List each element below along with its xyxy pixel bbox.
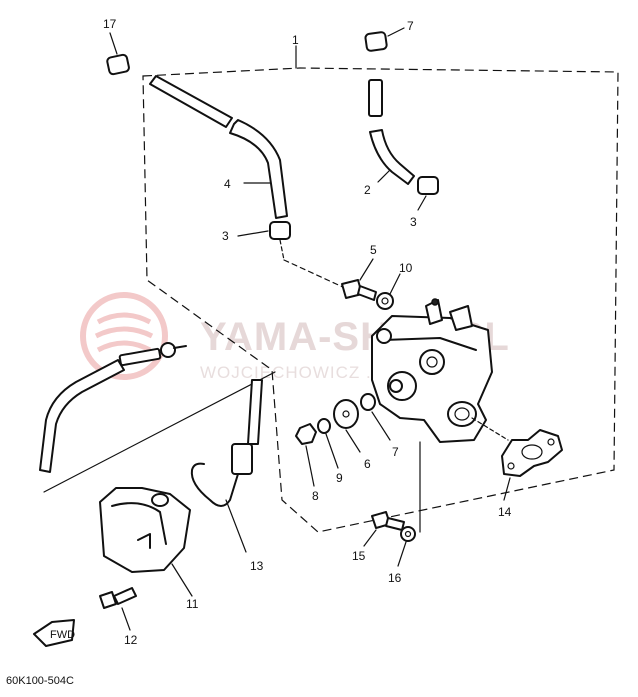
leader-6 [345,429,361,453]
diagram-code: 60K100-504C [6,675,74,687]
hose-2 [368,79,415,185]
gear-6-hub [342,410,350,418]
yama-shop-logo-icon [80,292,168,380]
cap-17-left [106,32,130,76]
washer-9 [317,418,331,434]
callout-5: 5 [370,243,377,257]
screw-5 [341,258,377,301]
leader-8 [305,445,315,487]
assembly-boundary [142,67,619,533]
leader-3-right [417,195,427,211]
nut-8 [295,423,317,445]
callout-6: 6 [364,457,371,471]
clamp-3-right [417,176,439,195]
bolt-12 [99,587,137,631]
washer-16 [397,526,416,567]
callout-1: 1 [292,33,299,47]
washer-10 [376,273,401,310]
callout-labels: 17 7 1 4 2 3 3 5 10 8 9 6 7 14 15 16 13 … [103,17,512,647]
fwd-arrow-icon: FWD [33,619,75,647]
callout-14: 14 [498,505,512,519]
leader-3-left [237,230,269,237]
bolt-15 [363,511,405,547]
cap-17-right [364,27,405,52]
leader-9 [325,433,339,469]
connector-dash [283,259,346,289]
cable-dash [43,371,276,493]
gasket-14 [501,429,563,501]
callout-2: 2 [364,183,371,197]
oil-pump-body [371,298,493,443]
fwd-label: FWD [50,629,75,641]
gear-6 [333,399,359,429]
cover-11 [99,487,193,597]
callout-16: 16 [388,571,402,585]
pump-cable [39,342,187,473]
callout-11: 11 [186,597,199,611]
callout-9: 9 [336,471,343,485]
washer-7 [360,393,376,411]
callout-3-right: 3 [410,215,417,229]
gasket-dash [471,417,509,441]
callout-8: 8 [312,489,319,503]
cable-13 [190,379,263,553]
leader-7 [371,411,391,441]
callout-17-left: 17 [103,17,117,31]
clamp-3-left [269,221,291,240]
callout-7: 7 [392,445,399,459]
callout-4: 4 [224,177,231,191]
callout-13: 13 [250,559,264,573]
callout-12: 12 [124,633,138,647]
leader-3-left-dash [279,239,285,261]
callout-10: 10 [399,261,413,275]
callout-3-left: 3 [222,229,229,243]
callout-7-top: 7 [407,19,414,33]
callout-15: 15 [352,549,366,563]
hose-4 [149,75,288,219]
